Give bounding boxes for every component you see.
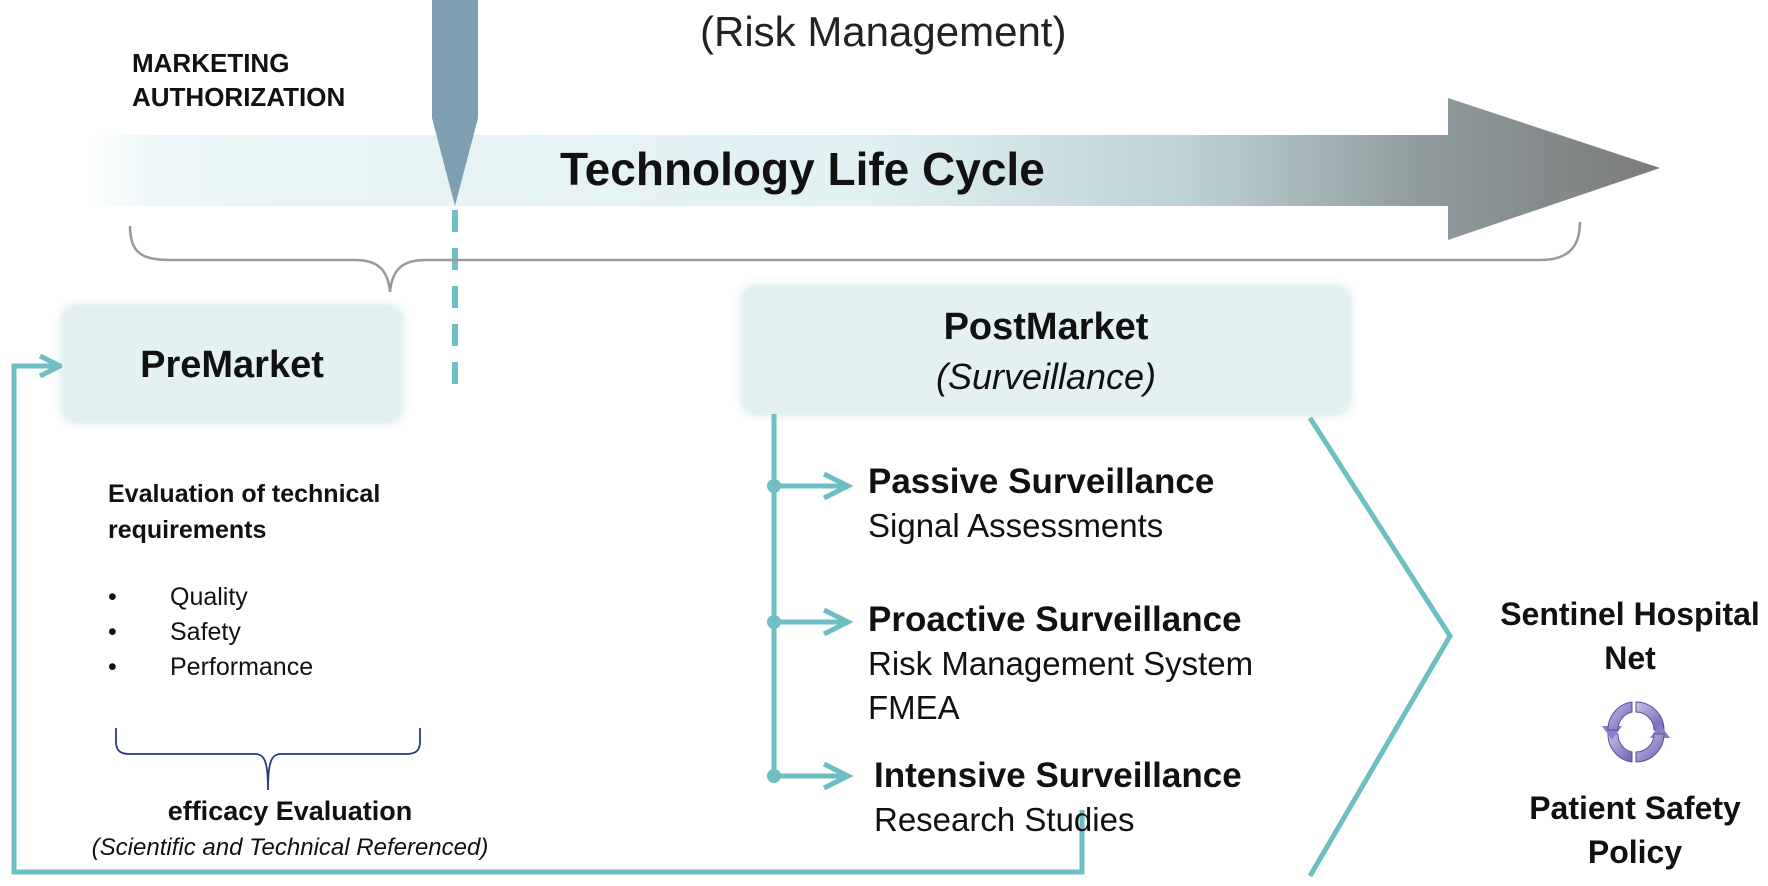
postmarket-box: PostMarket (Surveillance) xyxy=(742,286,1350,414)
sentinel-hospital-net: Sentinel Hospital Net xyxy=(1500,596,1760,676)
marketing-authorization-marker xyxy=(432,0,478,206)
bullet-icon: • xyxy=(108,653,117,681)
list-item-label: Quality xyxy=(170,583,248,611)
feedback-arrowhead xyxy=(38,353,66,379)
bullet-icon: • xyxy=(108,618,117,646)
passive-surveillance: Passive Surveillance Signal Assessments xyxy=(868,460,1214,548)
premarket-title: PreMarket xyxy=(140,344,324,386)
list-item: • Safety xyxy=(108,615,313,650)
patient-safety-policy: Patient Safety Policy xyxy=(1529,790,1741,870)
efficacy-evaluation-subtitle: (Scientific and Technical Referenced) xyxy=(91,834,489,861)
surveillance-connectors xyxy=(771,414,854,791)
lifecycle-brace xyxy=(128,221,1582,293)
postmarket-subtitle: (Surveillance) xyxy=(935,356,1157,397)
proactive-surveillance-title: Proactive Surveillance xyxy=(868,600,1242,639)
postmarket-title: PostMarket xyxy=(943,306,1149,348)
lifecycle-arrow xyxy=(86,98,1660,240)
risk-management-title: (Risk Management) xyxy=(700,8,1067,55)
bullet-icon: • xyxy=(108,583,117,611)
intensive-surveillance-desc: Research Studies xyxy=(874,801,1135,838)
connector-dots xyxy=(767,479,781,783)
efficacy-brace xyxy=(115,728,421,791)
requirements-list: • Quality • Safety • Performance xyxy=(108,580,313,685)
evaluation-heading: Evaluation of technical requirements xyxy=(108,480,381,544)
passive-surveillance-title: Passive Surveillance xyxy=(868,462,1215,501)
proactive-surveillance: Proactive Surveillance Risk Management S… xyxy=(868,598,1253,730)
intensive-surveillance: Intensive Surveillance Research Studies xyxy=(874,754,1242,842)
lifecycle-label: Technology Life Cycle xyxy=(560,143,1045,195)
list-item: • Performance xyxy=(108,650,313,685)
premarket-box: PreMarket xyxy=(62,306,402,422)
intensive-surveillance-title: Intensive Surveillance xyxy=(874,756,1242,795)
list-item: • Quality xyxy=(108,580,313,615)
refresh-cycle-icon xyxy=(1602,701,1670,763)
proactive-surveillance-desc: FMEA xyxy=(868,689,960,726)
list-item-label: Safety xyxy=(170,618,241,646)
surveillance-chevron xyxy=(1307,416,1453,878)
passive-surveillance-desc: Signal Assessments xyxy=(868,507,1164,544)
proactive-surveillance-desc: Risk Management System xyxy=(868,645,1254,682)
efficacy-evaluation-title: efficacy Evaluation xyxy=(167,796,413,826)
marketing-authorization-label: MARKETING AUTHORIZATION xyxy=(132,48,346,112)
list-item-label: Performance xyxy=(170,653,314,681)
feedback-loop-line xyxy=(11,363,1085,875)
